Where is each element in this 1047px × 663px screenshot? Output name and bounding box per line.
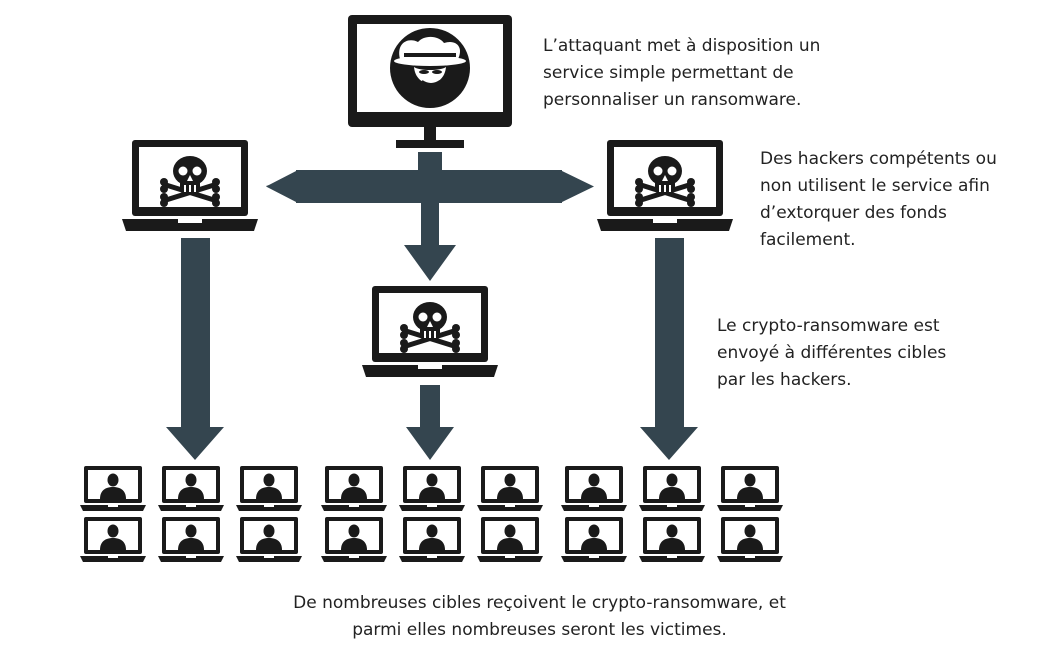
target-laptop-person-icon <box>236 466 302 511</box>
hacker-laptop-left-skull-icon <box>122 140 258 231</box>
arrow-right-to-targets <box>640 238 698 460</box>
target-laptop-person-icon <box>717 517 783 562</box>
caption-line: personnaliser un ransomware. <box>543 90 802 110</box>
target-laptop-person-icon <box>717 466 783 511</box>
arrow-horizontal-bar <box>296 170 562 203</box>
caption-line: facilement. <box>760 230 856 250</box>
caption-line: par les hackers. <box>717 370 852 390</box>
arrowhead-left <box>266 170 298 203</box>
target-laptop-person-icon <box>236 517 302 562</box>
target-laptop-person-icon <box>561 517 627 562</box>
hackers-caption: Des hackers compétents ou non utilisent … <box>760 146 997 254</box>
caption-line: Le crypto-ransomware est <box>717 316 940 336</box>
caption-line: Des hackers compétents ou <box>760 149 997 169</box>
target-laptop-person-icon <box>321 466 387 511</box>
attacker-caption: L’attaquant met à disposition un service… <box>543 33 820 114</box>
target-laptop-person-icon <box>321 517 387 562</box>
target-laptop-person-icon <box>158 517 224 562</box>
caption-line: De nombreuses cibles reçoivent le crypto… <box>293 593 786 613</box>
target-laptop-person-icon <box>477 517 543 562</box>
target-laptop-person-icon <box>399 517 465 562</box>
arrow-left-to-targets <box>166 238 224 460</box>
caption-line: L’attaquant met à disposition un <box>543 36 821 56</box>
target-laptop-person-icon <box>639 466 705 511</box>
target-laptop-person-icon <box>80 466 146 511</box>
target-laptop-person-icon <box>399 466 465 511</box>
caption-line: envoyé à différentes cibles <box>717 343 947 363</box>
hacker-laptop-right-skull-icon <box>597 140 733 231</box>
arrowhead-right <box>560 170 594 203</box>
target-laptop-person-icon <box>158 466 224 511</box>
caption-line: d’extorquer des fonds <box>760 203 947 223</box>
arrow-center-to-targets <box>406 385 454 460</box>
hacker-laptop-center-skull-icon <box>362 286 498 377</box>
target-laptops-grid <box>80 466 783 562</box>
caption-line: service simple permettant de <box>543 63 794 83</box>
target-laptop-person-icon <box>561 466 627 511</box>
target-laptop-person-icon <box>639 517 705 562</box>
targets-caption: De nombreuses cibles reçoivent le crypto… <box>0 590 1047 644</box>
caption-line: non utilisent le service afin <box>760 176 990 196</box>
arrow-to-center-hacker <box>404 186 456 281</box>
target-laptop-person-icon <box>477 466 543 511</box>
attacker-monitor-hacker-fedora-icon <box>348 15 512 149</box>
target-laptop-person-icon <box>80 517 146 562</box>
caption-line: parmi elles nombreuses seront les victim… <box>352 620 727 640</box>
distribution-caption: Le crypto-ransomware est envoyé à différ… <box>717 313 946 394</box>
